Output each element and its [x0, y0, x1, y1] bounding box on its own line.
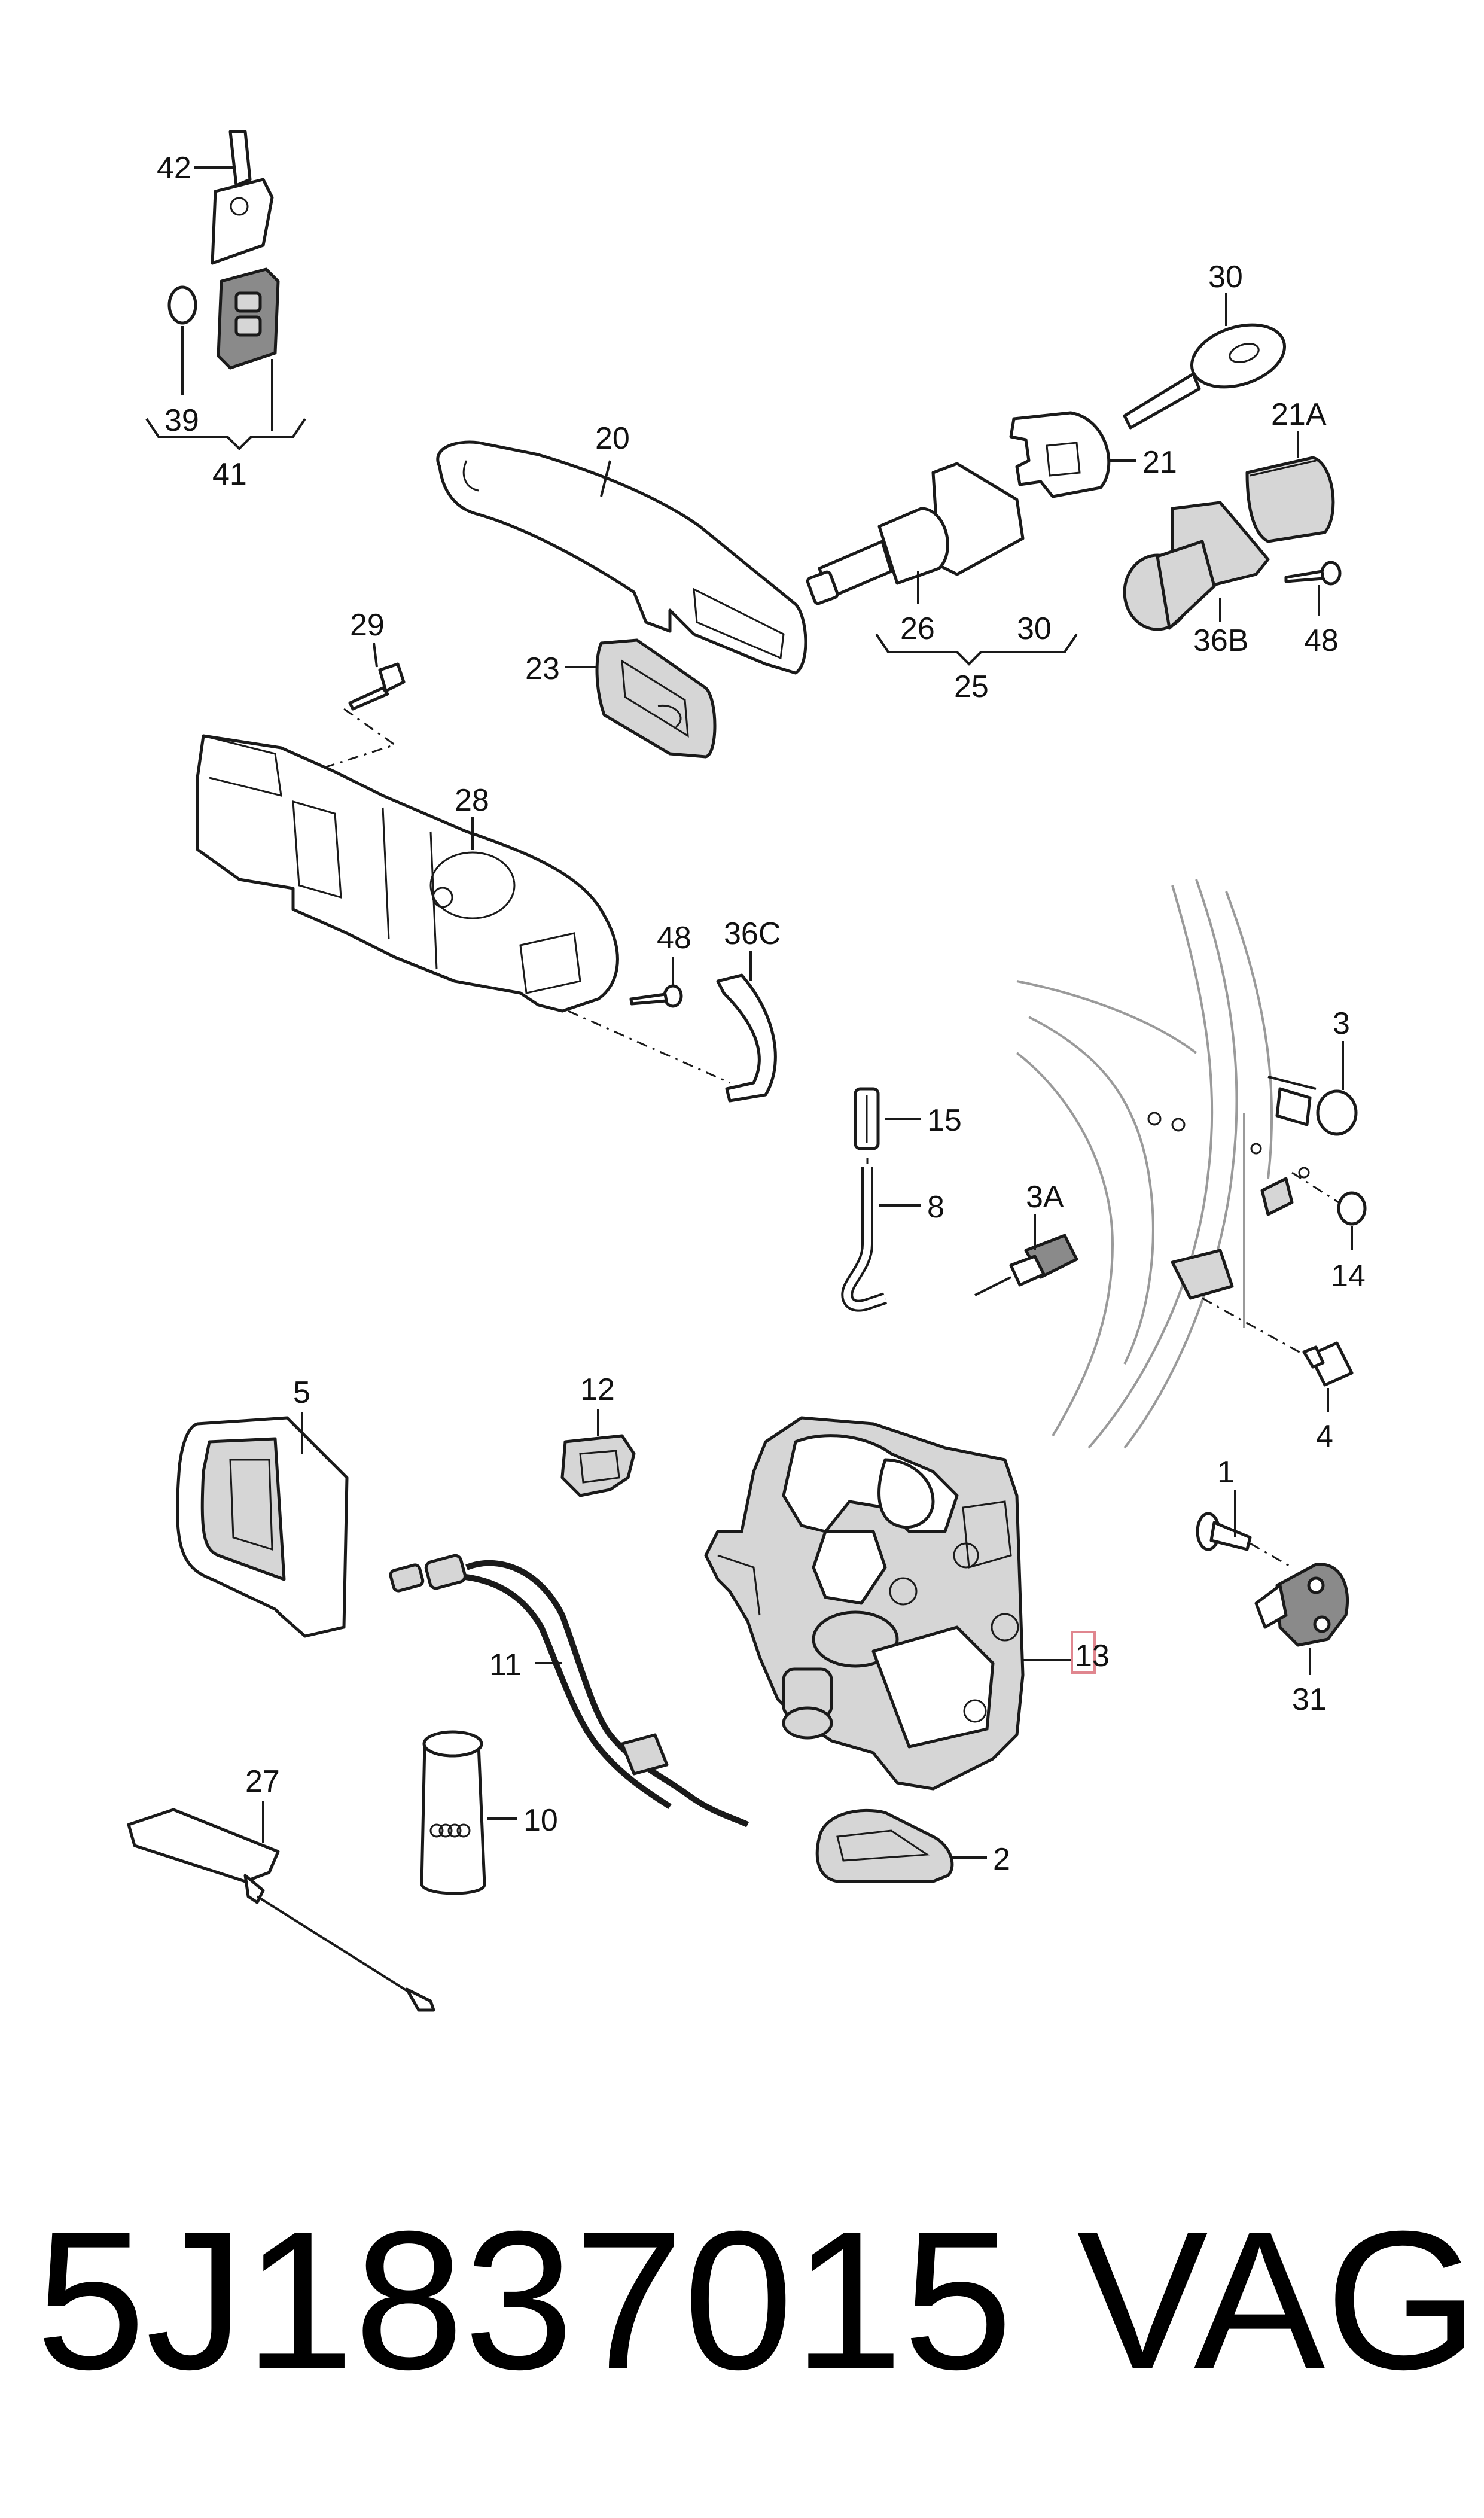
leader-3-door [1267, 1076, 1317, 1090]
part-13-bowden-cable [389, 1554, 749, 1828]
dash-11-10 [1250, 1542, 1293, 1569]
dash-4 [1202, 1297, 1311, 1359]
part-23-gasket [595, 638, 717, 759]
callout-5: 5 [293, 1375, 310, 1410]
door-body-outline [1016, 879, 1312, 1449]
part-48-screw-mid [629, 984, 683, 1008]
part-10-striker-plate [1254, 1563, 1349, 1647]
part-14-pin [854, 1087, 880, 1150]
callout-31: 27 [245, 1764, 280, 1799]
part-36B-lock-housing [1123, 501, 1270, 631]
part-26-lock-cylinder [806, 462, 1025, 605]
part-5-inner-handle-housing [176, 1416, 349, 1638]
callout-14: 15 [927, 1103, 962, 1138]
callout-8: 3A [1026, 1180, 1064, 1214]
part-11-bolt [1196, 1512, 1252, 1551]
callout-1: 13 [1075, 1639, 1110, 1673]
callout-4: 4 [1316, 1419, 1333, 1454]
callout-13: 11 [489, 1648, 522, 1682]
callout-3: 3 [1333, 1006, 1350, 1041]
part-28-handle-carrier [196, 734, 619, 1013]
leader-29 [373, 643, 378, 668]
part-20-door-handle [436, 440, 807, 675]
part-30-key-top [1123, 323, 1287, 430]
callout-1-highlight-box [1071, 1631, 1096, 1674]
bracket-41 [145, 418, 306, 450]
callout-3A: 14 [1331, 1259, 1366, 1293]
part-29-screw [348, 662, 406, 711]
callout-21: 21 [1142, 445, 1177, 480]
callout-28: 28 [455, 783, 489, 818]
callout-12: 12 [580, 1372, 615, 1407]
callout-27: 10 [523, 1803, 558, 1838]
dash-28-36C [568, 1010, 730, 1084]
part-41-remote-key [217, 267, 280, 370]
part-42-key-blade [211, 130, 274, 265]
callout-29: 29 [350, 608, 385, 643]
part-15-rod-inner [843, 1167, 886, 1310]
callout-21A: 21A [1271, 397, 1327, 432]
bracket-25 [875, 633, 1078, 666]
part-3A-plug [1337, 1191, 1367, 1226]
part-27-lubricant-can [420, 1730, 486, 1895]
callout-25: 25 [954, 669, 989, 704]
part-3-plug [1316, 1089, 1358, 1136]
callout-42: 42 [157, 151, 191, 185]
dash-3A [1291, 1171, 1339, 1204]
callout-23: 23 [525, 651, 560, 686]
part-8-connector [974, 1234, 1078, 1296]
callout-36B: 36B [1193, 623, 1249, 658]
part-12-clip [560, 1434, 636, 1497]
callout-48-mid: 48 [657, 921, 691, 955]
part-4-bolt [1302, 1341, 1354, 1387]
part-21A-cover [1245, 456, 1335, 543]
part-2-cover-cap [815, 1808, 954, 1883]
part-48-screw-top [1284, 561, 1342, 586]
callout-30-lock: 30 [1017, 611, 1052, 646]
callout-39: 39 [164, 403, 199, 438]
callout-15: 8 [927, 1190, 944, 1225]
callout-20: 20 [595, 421, 630, 456]
leader-20 [600, 460, 611, 497]
callout-30-top: 30 [1208, 260, 1243, 294]
part-39-o-ring [167, 285, 197, 325]
part-31-insertion-tool [127, 1808, 435, 2012]
callout-36C: 36C [724, 917, 781, 951]
callout-10: 31 [1292, 1682, 1327, 1717]
part-1-door-lock-actuator [704, 1416, 1025, 1791]
callout-26: 26 [900, 611, 935, 646]
part-21-cap [1009, 411, 1111, 498]
callout-11: 1 [1217, 1455, 1235, 1490]
callout-2: 2 [993, 1842, 1010, 1877]
callout-41: 41 [212, 457, 247, 492]
callout-48-top: 48 [1304, 623, 1339, 658]
part-number-label: 5J1837015 [36, 2190, 1013, 2410]
brand-label: VAG [1077, 2190, 1479, 2410]
dash-29 [310, 708, 397, 773]
part-36C-bracket [716, 973, 777, 1103]
four-rings-logo [429, 1823, 471, 1838]
